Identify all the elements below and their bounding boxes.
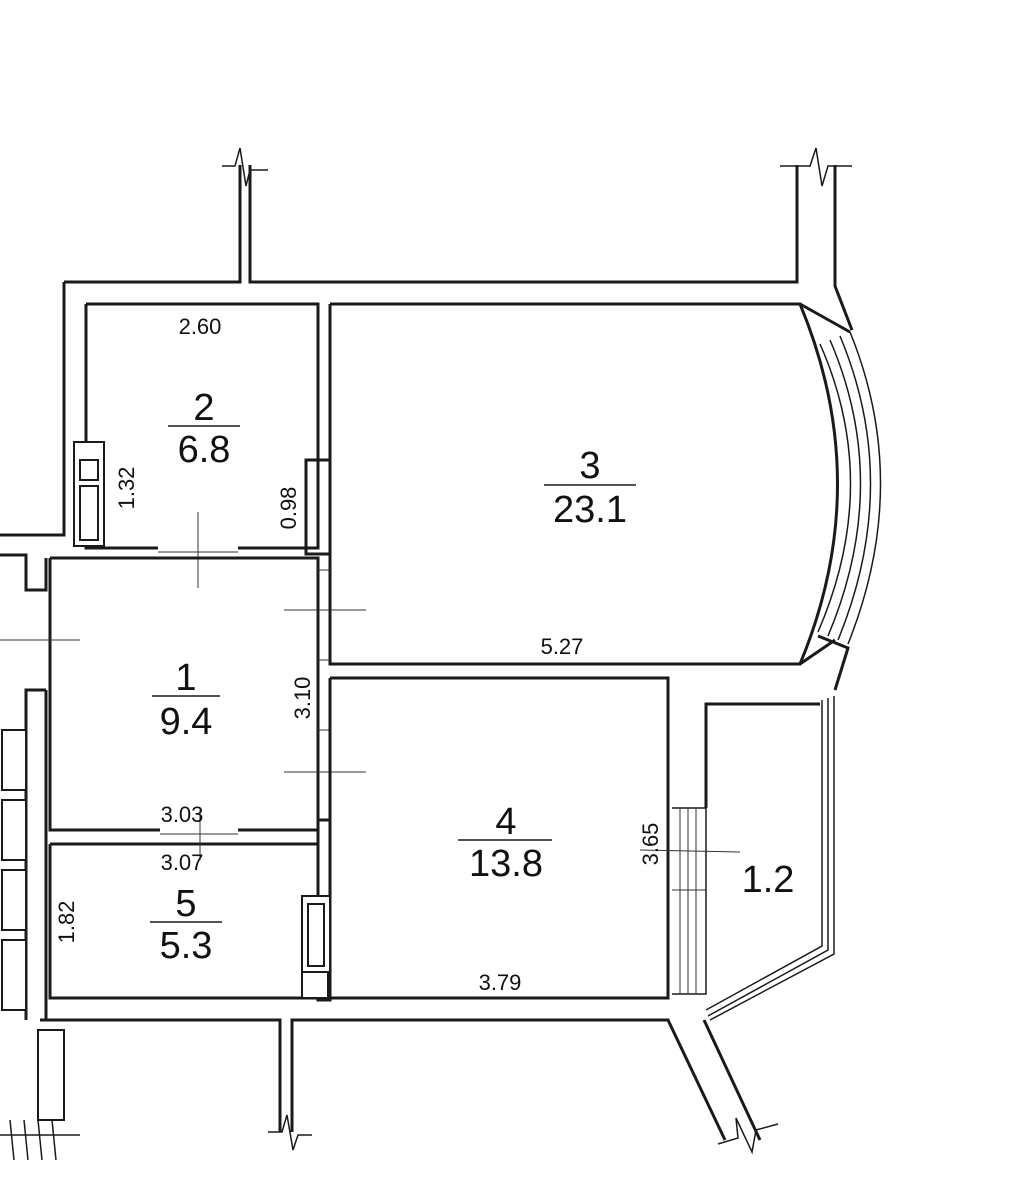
room-2-area: 6.8 xyxy=(178,429,231,471)
dim-room5-height: 1.82 xyxy=(54,901,79,944)
room-4-number: 4 xyxy=(495,801,516,843)
break-mark-bottom-right xyxy=(717,1117,779,1155)
dim-room2-door: 0.98 xyxy=(276,487,301,530)
outer-walls xyxy=(0,147,854,1161)
room-5-number: 5 xyxy=(175,883,196,925)
dim-room4-width: 3.79 xyxy=(479,970,522,995)
dim-room3-width: 5.27 xyxy=(541,634,584,659)
dim-room5-width: 3.07 xyxy=(161,850,204,875)
room-2-number: 2 xyxy=(193,387,214,429)
fixture-left-2 xyxy=(1,799,27,861)
dim-room1-width: 3.03 xyxy=(161,802,204,827)
room-labels: 2 6.8 3 23.1 1 9.4 4 13.8 5 5.3 1.2 xyxy=(150,387,794,967)
fixture-left-4 xyxy=(1,939,27,1011)
room-3-number: 3 xyxy=(579,445,600,487)
break-mark-bottom-left xyxy=(9,1119,57,1161)
room-1 xyxy=(0,556,366,835)
dimension-labels: 2.60 1.32 0.98 5.27 3.10 3.03 3.07 1.82 … xyxy=(54,314,663,995)
break-mark-top-right xyxy=(780,147,852,187)
dim-room1-height: 3.10 xyxy=(290,677,315,720)
room-4-area: 13.8 xyxy=(469,843,543,885)
break-mark-top-left xyxy=(222,147,268,187)
fixture-left-3 xyxy=(1,869,27,931)
room-1-area: 9.4 xyxy=(160,701,213,743)
fixtures xyxy=(1,441,331,1121)
dim-room2-height: 1.32 xyxy=(114,467,139,510)
balcony xyxy=(639,696,835,1021)
room-1-number: 1 xyxy=(175,657,196,699)
room-5-area: 5.3 xyxy=(160,925,213,967)
fixture-bottom-left xyxy=(37,1029,65,1121)
room-3 xyxy=(328,302,882,691)
balcony-area: 1.2 xyxy=(742,859,795,901)
break-mark-bottom xyxy=(268,1114,312,1151)
dim-room2-width: 2.60 xyxy=(179,314,222,339)
room-3-area: 23.1 xyxy=(553,489,627,531)
dim-room4-height: 3.65 xyxy=(638,823,663,866)
fixture-left-1 xyxy=(1,729,27,791)
